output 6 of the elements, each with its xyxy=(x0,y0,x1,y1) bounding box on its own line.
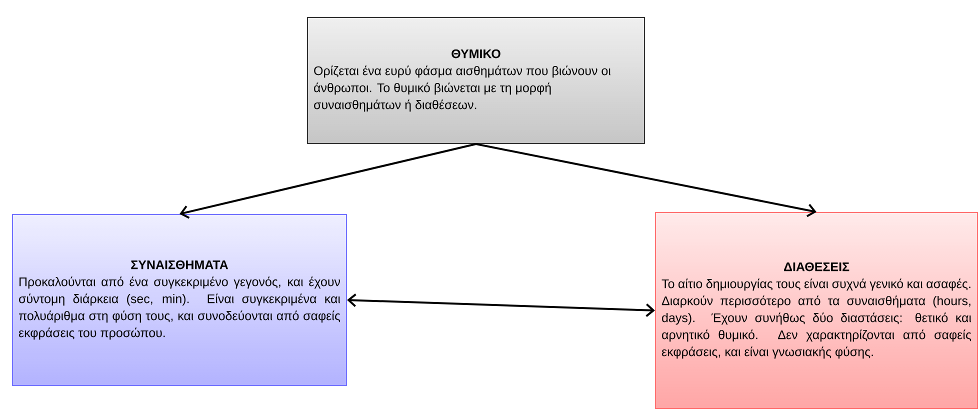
arrow xyxy=(476,143,816,218)
arrow xyxy=(180,143,476,219)
arrow xyxy=(347,294,656,317)
text-box: ΔΙΑΘΕΣΕΙΣ Το αίτιο δημιουργίας τους είναι συχνά γενικό και ασαφές. Διαρκούν περισσότερο από τα συναισθήματα (hours, days). Έχουν συνήθως δύο διαστάσεις: θετικό και αρνητικό θυμικό. Δεν χαρακτηρίζονται από σαφείς εκφράσεις, και είναι γνωσιακής φύσης. xyxy=(655,212,978,409)
text-box: ΘΥΜΙΚΟ Ορίζεται ένα ευρύ φάσμα αισθημάτων που βιώνουν οι άνθρωποι. Το θυμικό βιώνεται με τη μορφή συναισθημάτων ή διαθέσεων. xyxy=(307,17,645,144)
text-box: ΣΥΝΑΙΣΘΗΜΑΤΑ Προκαλούνται από ένα συγκεκριμένο γεγονός, και έχουν σύντομη διάρκεια (sec, min). Είναι συγκεκριμένα και πολυάριθμα στη φύση τους, και συνοδεύονται από σαφείς εκφράσεις του προσώπου. xyxy=(12,214,347,386)
